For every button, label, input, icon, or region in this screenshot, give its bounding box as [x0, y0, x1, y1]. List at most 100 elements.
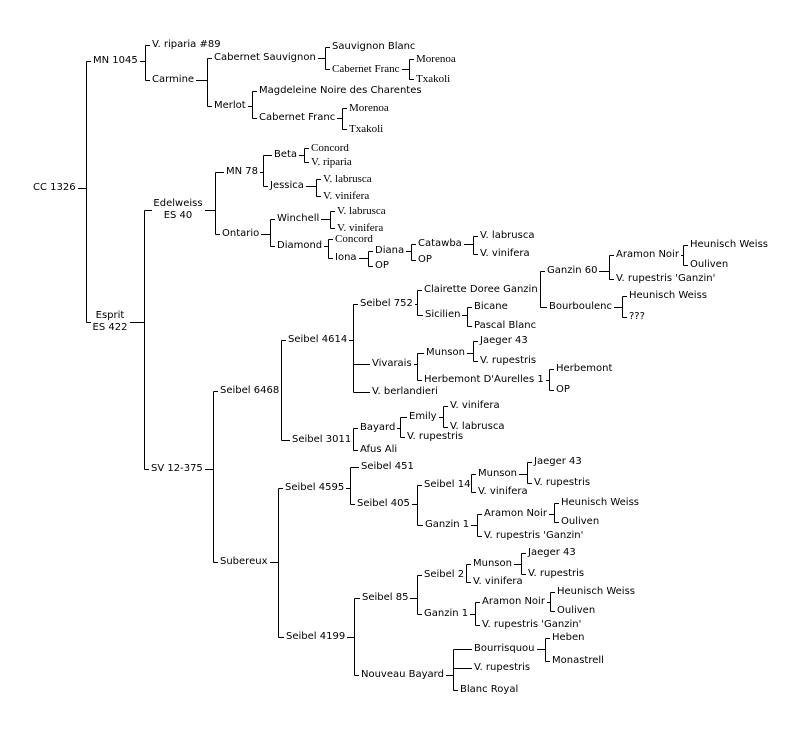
node-jaeger-43: Jaeger 43 [480, 335, 528, 346]
connector-nouveau-bayard [446, 649, 472, 691]
node-v-rupestris: V. rupestris [480, 355, 537, 366]
connector-sv-12-375 [205, 391, 218, 563]
node-munson: Munson [478, 468, 517, 479]
connector-munson [519, 462, 532, 484]
node-aramon-noir: Aramon Noir [484, 508, 547, 519]
node-v-riparia-89: V. riparia #89 [152, 39, 221, 50]
node-cabernet-franc: Cabernet Franc [259, 112, 336, 123]
node-bourrisquou: Bourrisquou [474, 643, 535, 654]
node-v-labrusca: V. labrusca [450, 421, 505, 432]
node-op: OP [375, 260, 389, 271]
connector-ganzin-1 [470, 602, 480, 626]
connector-seibel-3011 [353, 428, 358, 451]
node-jaeger-43: Jaeger 43 [534, 456, 582, 467]
node-ganzin-1: Ganzin 1 [425, 519, 470, 530]
node-ganzin-1: Ganzin 1 [424, 608, 469, 619]
connector-diamond [324, 239, 333, 259]
node-v-vinifera: V. vinifera [480, 248, 530, 259]
node-v-vinifera: V. vinifera [337, 222, 384, 234]
node-diamond: Diamond [277, 240, 323, 251]
node-v-labrusca: V. labrusca [480, 230, 535, 241]
node-bourboulenc: Bourboulenc [549, 301, 612, 312]
connector-ganzin-60 [599, 255, 614, 280]
connector-herbemont-d-aurelles-1 [546, 369, 554, 391]
node-heunisch-weiss: Heunisch Weiss [557, 586, 636, 597]
connector-munson [467, 341, 478, 362]
connector-aramon-noir [549, 503, 559, 523]
node-aramon-noir: Aramon Noir [616, 249, 679, 260]
node-sv-12-375: SV 12-375 [151, 463, 203, 474]
node-aramon-noir: Aramon Noir [482, 596, 545, 607]
node-munson: Munson [426, 347, 465, 358]
node-seibel-85: Seibel 85 [362, 592, 409, 603]
node-seibel-14: Seibel 14 [424, 479, 471, 490]
node-cc-1326: CC 1326 [33, 182, 76, 193]
node-iona: Iona [335, 252, 357, 263]
connector-beta [299, 148, 309, 163]
connector-subereux [270, 488, 284, 638]
connector-sicilien [462, 307, 472, 327]
node-ouliven: Ouliven [557, 605, 596, 616]
node-heunisch-weiss: Heunisch Weiss [690, 239, 769, 250]
node-morenoa: Morenoa [349, 102, 389, 114]
connector-cabernet-sauvignon [318, 47, 330, 70]
node-v-labrusca: V. labrusca [323, 173, 372, 185]
node-seibel-4614: Seibel 4614 [288, 334, 348, 345]
node-jaeger-43: Jaeger 43 [528, 547, 576, 558]
node-mn-1045: MN 1045 [93, 55, 138, 66]
connector-clairette-doree-ganzin [540, 271, 547, 308]
node-beta: Beta [274, 149, 298, 160]
node-v-vinifera: V. vinifera [450, 400, 500, 411]
connector-winchell [321, 211, 335, 229]
connector-seibel-4199 [347, 598, 360, 676]
node-txakoli: Txakoli [349, 123, 384, 135]
node-jessica: Jessica [270, 180, 304, 191]
node-bicane: Bicane [474, 301, 508, 312]
node-: ??? [629, 311, 645, 322]
node-heben: Heben [552, 632, 585, 643]
connector-bourrisquou [537, 638, 550, 662]
node-seibel-2: Seibel 2 [424, 569, 465, 580]
node-txakoli: Txakoli [416, 73, 451, 85]
connector-bayard [397, 417, 407, 438]
node-op: OP [556, 384, 570, 395]
connector-aramon-noir [547, 592, 555, 612]
node-v-rupestris: V. rupestris [528, 568, 585, 579]
connector-seibel-752 [415, 290, 423, 316]
node-v-rupestris: V. rupestris [474, 662, 531, 673]
node-monastrell: Monastrell [552, 655, 604, 666]
node-munson: Munson [473, 558, 512, 569]
node-v-berlandieri: V. berlandieri [372, 386, 438, 397]
node-emily: Emily [409, 411, 437, 422]
connector-merlot [248, 91, 257, 119]
node-v-rupestris: V. rupestris [534, 477, 591, 488]
connector-diana [406, 244, 416, 261]
connector-aramon-noir [681, 245, 688, 266]
node-v-rupestris-ganzin: V. rupestris 'Ganzin' [482, 619, 582, 630]
node-nouveau-bayard: Nouveau Bayard [361, 669, 444, 680]
connector-seibel-6468 [281, 340, 290, 441]
node-seibel-4199: Seibel 4199 [286, 631, 346, 642]
node-v-rupestris-ganzin: V. rupestris 'Ganzin' [484, 530, 584, 541]
connector-catawba [464, 236, 478, 255]
node-v-rupestris: V. rupestris [407, 431, 464, 442]
connector-ganzin-1 [471, 514, 482, 537]
connector-seibel-14 [471, 474, 476, 493]
node-op: OP [418, 254, 432, 265]
node-v-vinifera: V. vinifera [323, 190, 370, 202]
node-subereux: Subereux [220, 556, 268, 567]
node-diana: Diana [375, 245, 405, 256]
node-seibel-405: Seibel 405 [357, 498, 410, 509]
node-pascal-blanc: Pascal Blanc [474, 320, 537, 331]
node-carmine: Carmine [152, 74, 195, 85]
node-clairette-doree-ganzin: Clairette Doree Ganzin [424, 284, 538, 295]
connector-munson [514, 553, 526, 575]
connector-mn-1045 [140, 45, 150, 81]
connector-cabernet-franc [337, 108, 347, 130]
node-concord: Concord [311, 142, 349, 154]
node-merlot: Merlot [214, 100, 246, 111]
node-seibel-6468: Seibel 6468 [220, 385, 280, 396]
